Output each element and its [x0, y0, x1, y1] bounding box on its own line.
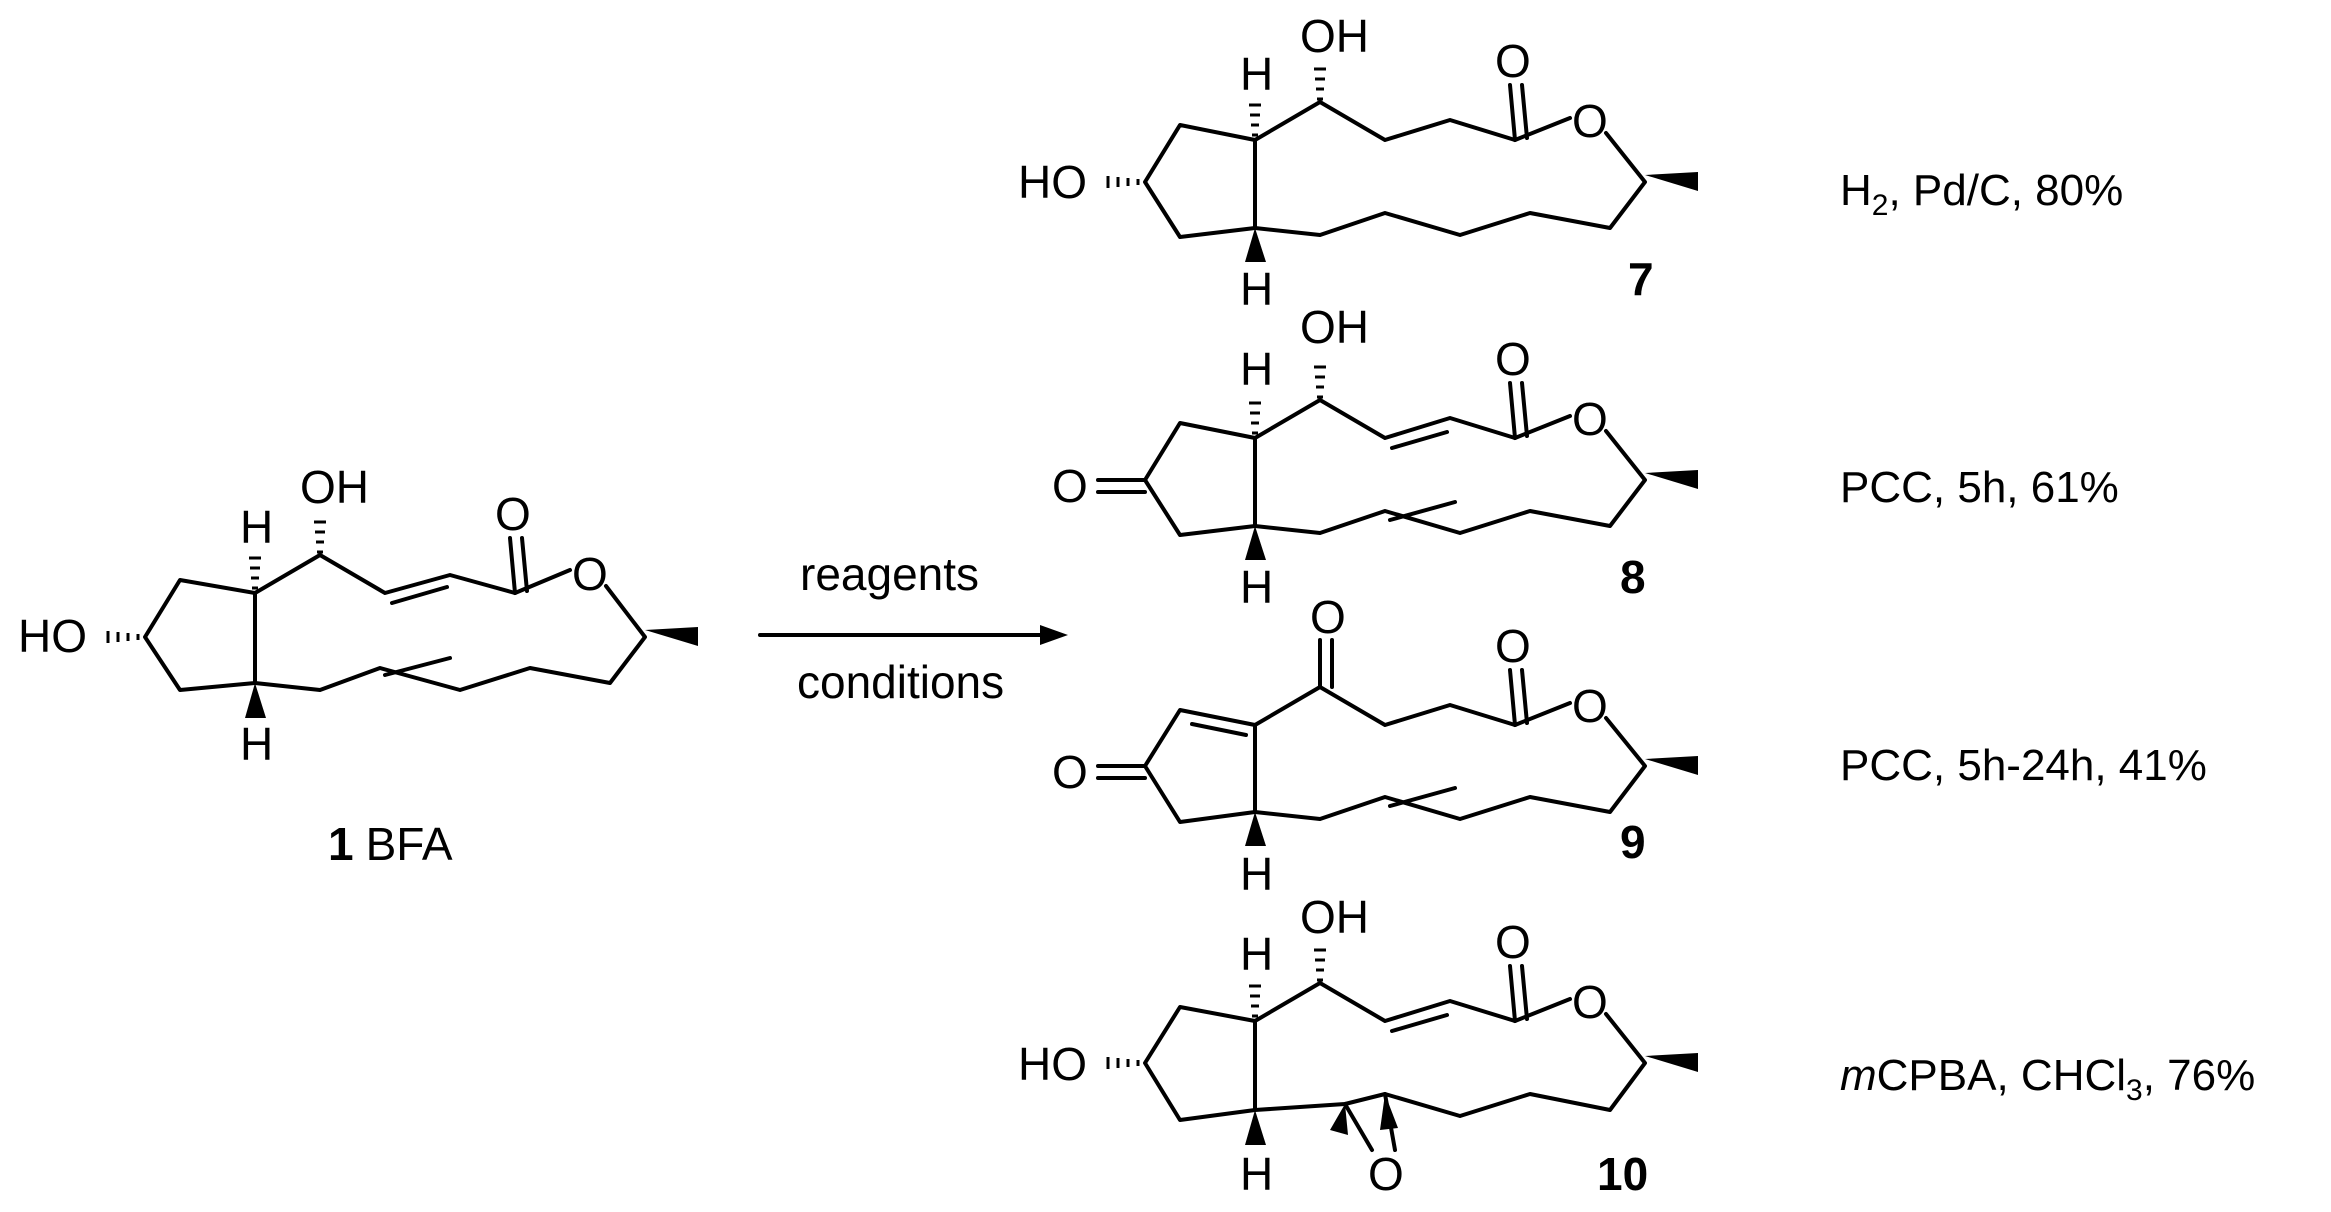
carbonyl-oxygen-label: O: [1495, 620, 1531, 672]
hydroxyl-label: OH: [1300, 301, 1369, 353]
compound-label-8: 8: [1620, 551, 1646, 603]
ring-oxygen-label: O: [1572, 680, 1608, 732]
hydroxyl-label: HO: [18, 610, 87, 662]
ring-oxygen-label: O: [1572, 393, 1608, 445]
carbonyl-oxygen-label: O: [495, 488, 531, 540]
hydrogen-label: H: [1240, 1148, 1273, 1200]
hydrogen-label: H: [1240, 343, 1273, 395]
carbonyl-oxygen-label: O: [1495, 916, 1531, 968]
ring-oxygen-label: O: [1572, 976, 1608, 1028]
hydroxyl-label: OH: [1300, 10, 1369, 62]
ketone-oxygen-label: O: [1052, 746, 1088, 798]
epoxide-oxygen-label: O: [1368, 1148, 1404, 1200]
conditions-7: H2, Pd/C, 80%: [1840, 166, 2123, 222]
hydrogen-label: H: [1240, 561, 1273, 613]
hydrogen-label: H: [240, 501, 273, 553]
structure-compound-7: [1106, 67, 1698, 262]
hydrogen-label: H: [1240, 48, 1273, 100]
hydrogen-label: H: [1240, 928, 1273, 980]
structure-brefeldin-a: [106, 520, 698, 718]
hydrogen-label: H: [1240, 848, 1273, 900]
compound-label-9: 9: [1620, 816, 1646, 868]
carbonyl-oxygen-label: O: [1495, 333, 1531, 385]
compound-label-7: 7: [1628, 253, 1654, 305]
ketone-oxygen-label: O: [1310, 591, 1346, 643]
hydroxyl-label: HO: [1018, 1038, 1087, 1090]
hydroxyl-label: OH: [1300, 891, 1369, 943]
ketone-oxygen-label: O: [1052, 460, 1088, 512]
arrow-label-conditions: conditions: [797, 656, 1004, 708]
arrow-label-reagents: reagents: [800, 548, 979, 600]
reaction-arrow: [758, 625, 1068, 645]
compound-label-10: 10: [1597, 1148, 1648, 1200]
structure-compound-9: [1096, 638, 1698, 846]
structure-compound-8: [1096, 365, 1698, 560]
hydrogen-label: H: [1240, 263, 1273, 315]
hydrogen-label: H: [240, 718, 273, 770]
conditions-10: mCPBA, CHCl3, 76%: [1840, 1051, 2255, 1107]
ring-oxygen-label: O: [572, 548, 608, 600]
ring-oxygen-label: O: [1572, 95, 1608, 147]
carbonyl-oxygen-label: O: [1495, 35, 1531, 87]
hydroxyl-label: HO: [1018, 156, 1087, 208]
hydroxyl-label: OH: [300, 461, 369, 513]
conditions-9: PCC, 5h-24h, 41%: [1840, 741, 2207, 790]
structure-compound-10: [1106, 948, 1698, 1152]
conditions-8: PCC, 5h, 61%: [1840, 463, 2119, 512]
